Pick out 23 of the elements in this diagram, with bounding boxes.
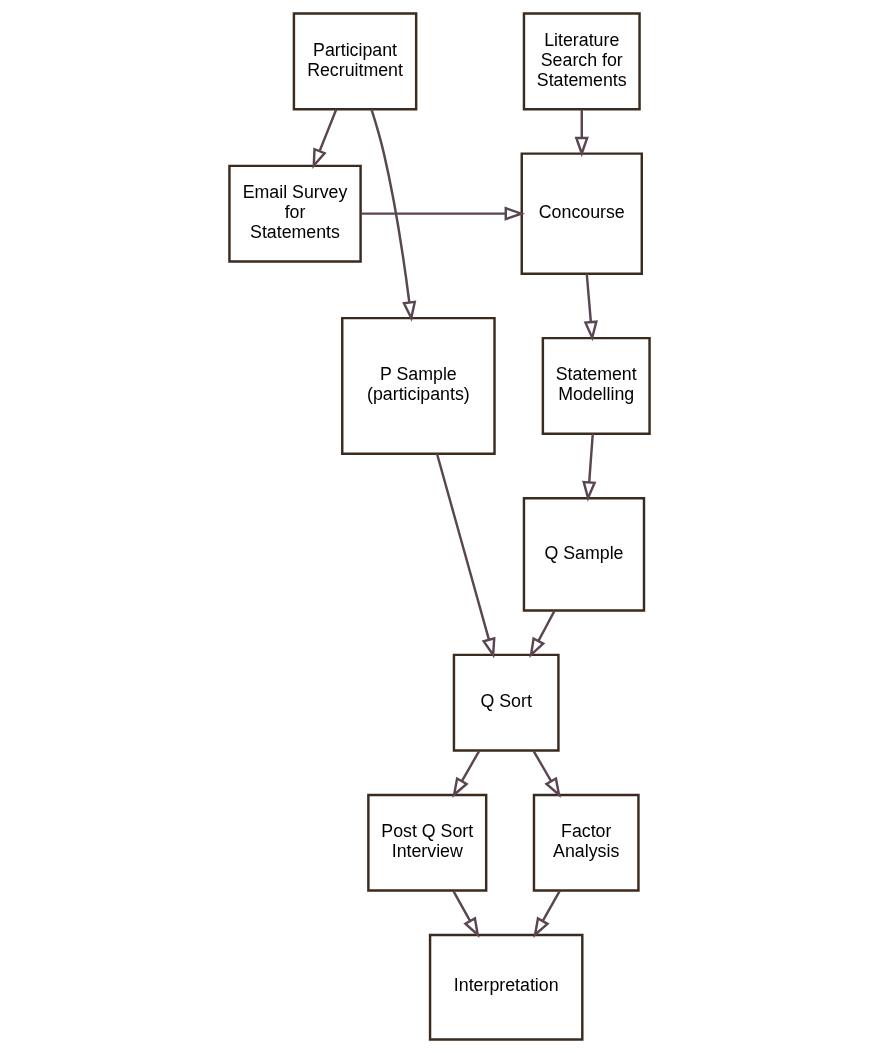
arrow xyxy=(369,109,416,322)
node-box: Concourse xyxy=(520,152,643,275)
arrow xyxy=(311,109,337,170)
arrow xyxy=(532,890,561,938)
arrow xyxy=(435,453,496,659)
arrow xyxy=(574,109,589,158)
node-box: Email Survey for Statements xyxy=(227,164,362,263)
arrow xyxy=(528,610,556,659)
node-box: Participant Recruitment xyxy=(292,12,417,111)
node-box: Q Sort xyxy=(452,653,560,752)
arrow xyxy=(583,273,598,342)
node-box: Post Q Sort Interview xyxy=(366,793,487,892)
arrow xyxy=(360,206,525,221)
node-box: Q Sample xyxy=(522,496,645,612)
node-box: Statement Modelling xyxy=(541,336,651,435)
node-box: Factor Analysis xyxy=(532,793,640,892)
node-box: P Sample (participants) xyxy=(340,316,496,455)
arrow xyxy=(451,890,479,938)
node-box: Interpretation xyxy=(428,933,584,1041)
arrow xyxy=(451,750,480,798)
arrow xyxy=(581,433,596,502)
node-box: Literature Search for Statements xyxy=(522,12,641,111)
arrow xyxy=(531,750,561,798)
